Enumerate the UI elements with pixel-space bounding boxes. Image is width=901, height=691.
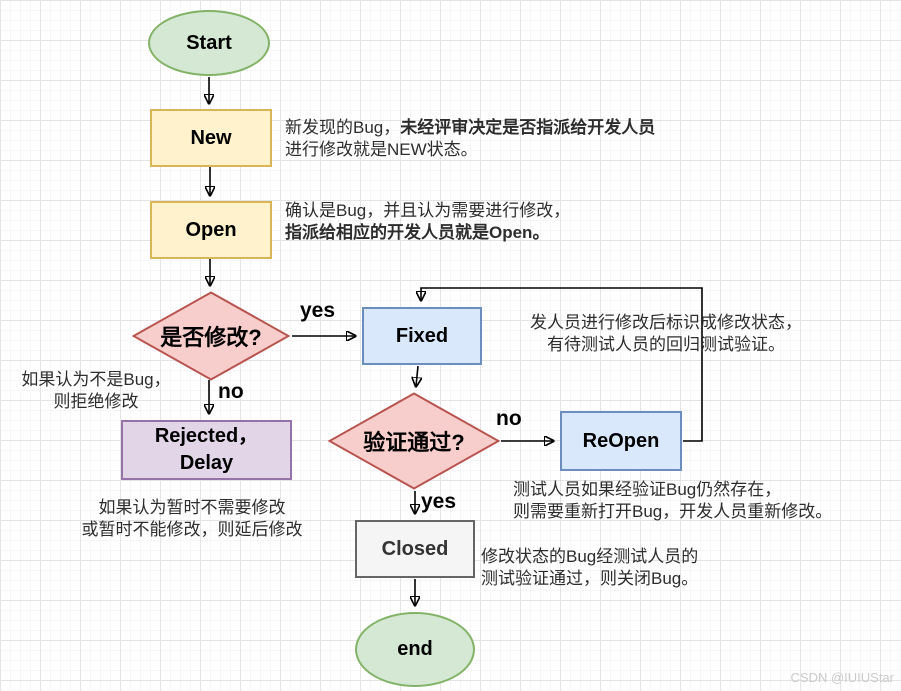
start-node: Start xyxy=(148,10,270,76)
reject-bottom-note-line1: 如果认为暂时不需要修改 xyxy=(98,498,286,517)
open-note-line1: 确认是Bug，并且认为需要进行修改， xyxy=(285,201,571,220)
closed-note: 修改状态的Bug经测试人员的 测试验证通过，则关闭Bug。 xyxy=(481,546,698,589)
decision-verify-label: 验证通过? xyxy=(363,430,465,455)
end-label: end xyxy=(397,638,433,660)
decision-verify-shape xyxy=(328,392,500,490)
closed-note-line2: 测试验证通过，则关闭Bug。 xyxy=(481,568,699,588)
new-note-line2: 进行修改就是NEW状态。 xyxy=(285,139,478,159)
reopen-node: ReOpen xyxy=(560,411,682,471)
new-note-line1-normal: 新发现的Bug， xyxy=(285,118,401,137)
decision-modify-label: 是否修改? xyxy=(160,325,262,350)
fixed-note-line2: 有待测试人员的回归测试验证。 xyxy=(547,334,785,354)
closed-node: Closed xyxy=(355,520,475,578)
reject-left-note-line1: 如果认为不是Bug， xyxy=(21,370,171,389)
open-note: 确认是Bug，并且认为需要进行修改， 指派给相应的开发人员就是Open。 xyxy=(285,200,570,243)
end-node: end xyxy=(355,612,475,687)
connector-fixed-verify xyxy=(416,365,418,386)
decision-modify-node: 是否修改? xyxy=(132,291,290,381)
reject-left-note-line2: 则拒绝修改 xyxy=(53,391,139,411)
open-node: Open xyxy=(150,201,272,259)
reject-bottom-note-line2: 或暂时不能修改，则延后修改 xyxy=(81,519,303,539)
rejected-label-line1: Rejected， xyxy=(154,425,259,447)
reopen-note-line1: 测试人员如果经验证Bug仍然存在， xyxy=(513,480,782,499)
edge-label-modify-yes: yes xyxy=(300,299,336,322)
decision-modify-shape xyxy=(132,291,290,381)
reopen-note-line2: 则需要重新打开Bug，开发人员重新修改。 xyxy=(513,501,833,521)
fixed-label: Fixed xyxy=(395,324,449,347)
edge-label-verify-no: no xyxy=(496,407,522,430)
closed-label: Closed xyxy=(381,537,449,560)
rejected-label-line2: Delay xyxy=(179,452,234,474)
new-node: New xyxy=(150,109,272,167)
new-label: New xyxy=(190,126,232,149)
start-label: Start xyxy=(186,31,232,54)
fixed-node: Fixed xyxy=(362,307,482,365)
fixed-note-line1: 发人员进行修改后标识成修改状态， xyxy=(530,313,802,332)
edge-label-verify-yes: yes xyxy=(421,490,457,513)
rejected-delay-node: Rejected， Delay xyxy=(121,420,292,480)
decision-verify-node: 验证通过? xyxy=(328,392,500,490)
csdn-watermark: CSDN @IUIUStar xyxy=(790,670,895,685)
new-note: 新发现的Bug，未经评审决定是否指派给开发人员 进行修改就是NEW状态。 xyxy=(285,117,655,160)
reject-bottom-note: 如果认为暂时不需要修改 或暂时不能修改，则延后修改 xyxy=(68,497,316,540)
reopen-label: ReOpen xyxy=(582,429,660,452)
new-note-line1-bold: 未经评审决定是否指派给开发人员 xyxy=(400,118,656,137)
edge-label-modify-no: no xyxy=(218,380,244,403)
reject-left-note: 如果认为不是Bug， 则拒绝修改 xyxy=(5,369,187,412)
open-note-line2: 指派给相应的开发人员就是Open。 xyxy=(285,222,550,242)
connector-reopen-fixed-loop xyxy=(421,287,703,442)
reopen-note: 测试人员如果经验证Bug仍然存在， 则需要重新打开Bug，开发人员重新修改。 xyxy=(513,479,832,522)
fixed-note: 发人员进行修改后标识成修改状态， 有待测试人员的回归测试验证。 xyxy=(464,312,868,355)
closed-note-line1: 修改状态的Bug经测试人员的 xyxy=(481,547,699,566)
open-label: Open xyxy=(185,218,237,241)
